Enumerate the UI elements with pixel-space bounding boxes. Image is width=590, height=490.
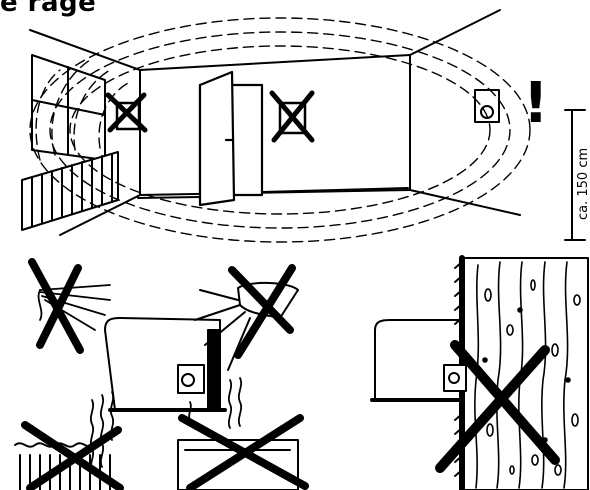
crossed-radiator-bottom [15, 425, 120, 490]
wall-panel [372, 258, 588, 490]
door [200, 72, 262, 205]
bad-placement-panel [15, 262, 305, 490]
room-scene: ! ca. 150 cm [22, 10, 590, 242]
thermostat-middle [178, 365, 204, 393]
crossed-thermostat-wall [272, 93, 312, 140]
crossed-heater-bottom [178, 418, 305, 490]
crossed-thermostat-left [108, 95, 145, 130]
height-label: ca. 150 cm [576, 148, 590, 220]
crossed-sun-lamp [32, 262, 110, 350]
exclamation-mark: ! [523, 71, 549, 136]
thermostat-cold-wall [444, 365, 466, 391]
wall-cabinet [105, 318, 225, 410]
